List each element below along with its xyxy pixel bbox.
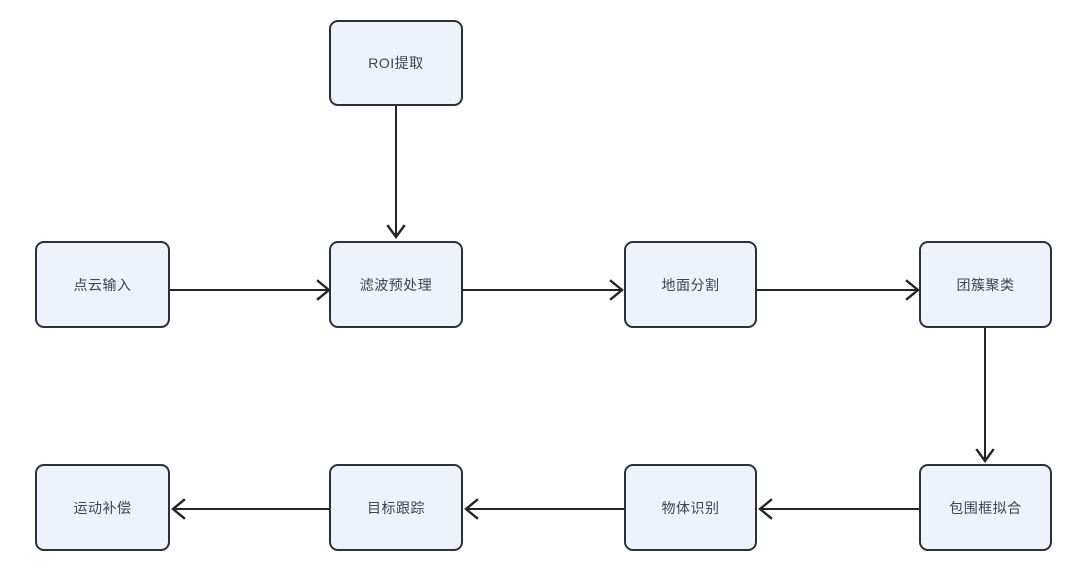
arrowhead-down-icon — [975, 448, 995, 464]
node-ground-segmentation[interactable]: 地面分割 — [624, 241, 757, 328]
edge-detect-to-track — [464, 498, 625, 520]
edge-cluster-to-bbox — [975, 328, 995, 464]
node-label: 地面分割 — [661, 276, 720, 293]
node-bounding-box-fitting[interactable]: 包围框拟合 — [919, 464, 1052, 551]
node-label: 包围框拟合 — [949, 499, 1022, 516]
node-point-cloud-input[interactable]: 点云输入 — [35, 241, 170, 328]
edge-filter-to-ground — [463, 279, 624, 301]
node-label: 目标跟踪 — [367, 499, 425, 516]
node-motion-compensation[interactable]: 运动补偿 — [35, 464, 170, 551]
node-object-recognition[interactable]: 物体识别 — [624, 464, 757, 551]
edge-ground-to-cluster — [757, 279, 920, 301]
node-label: 点云输入 — [73, 276, 132, 293]
arrowhead-left-icon — [464, 498, 479, 520]
edge-bbox-to-detect — [758, 498, 921, 520]
arrowhead-left-icon — [171, 498, 186, 520]
arrowhead-left-icon — [758, 498, 773, 520]
node-roi-extraction[interactable]: ROI提取 — [329, 20, 463, 106]
edge-input-to-filter — [170, 279, 331, 301]
node-filter-preprocessing[interactable]: 滤波预处理 — [329, 241, 463, 328]
node-label: ROI提取 — [368, 55, 424, 71]
node-label: 团簇聚类 — [956, 276, 1015, 293]
node-label: 滤波预处理 — [359, 276, 433, 293]
node-label: 物体识别 — [661, 499, 720, 516]
arrowhead-right-icon — [609, 279, 624, 301]
arrowhead-right-icon — [905, 279, 920, 301]
node-cluster-clustering[interactable]: 团簇聚类 — [919, 241, 1052, 328]
node-label: 运动补偿 — [73, 499, 132, 516]
node-target-tracking[interactable]: 目标跟踪 — [329, 464, 463, 551]
arrowhead-down-icon — [386, 224, 406, 240]
edge-track-to-motion — [171, 498, 332, 520]
edge-roi-to-filter — [386, 106, 406, 240]
